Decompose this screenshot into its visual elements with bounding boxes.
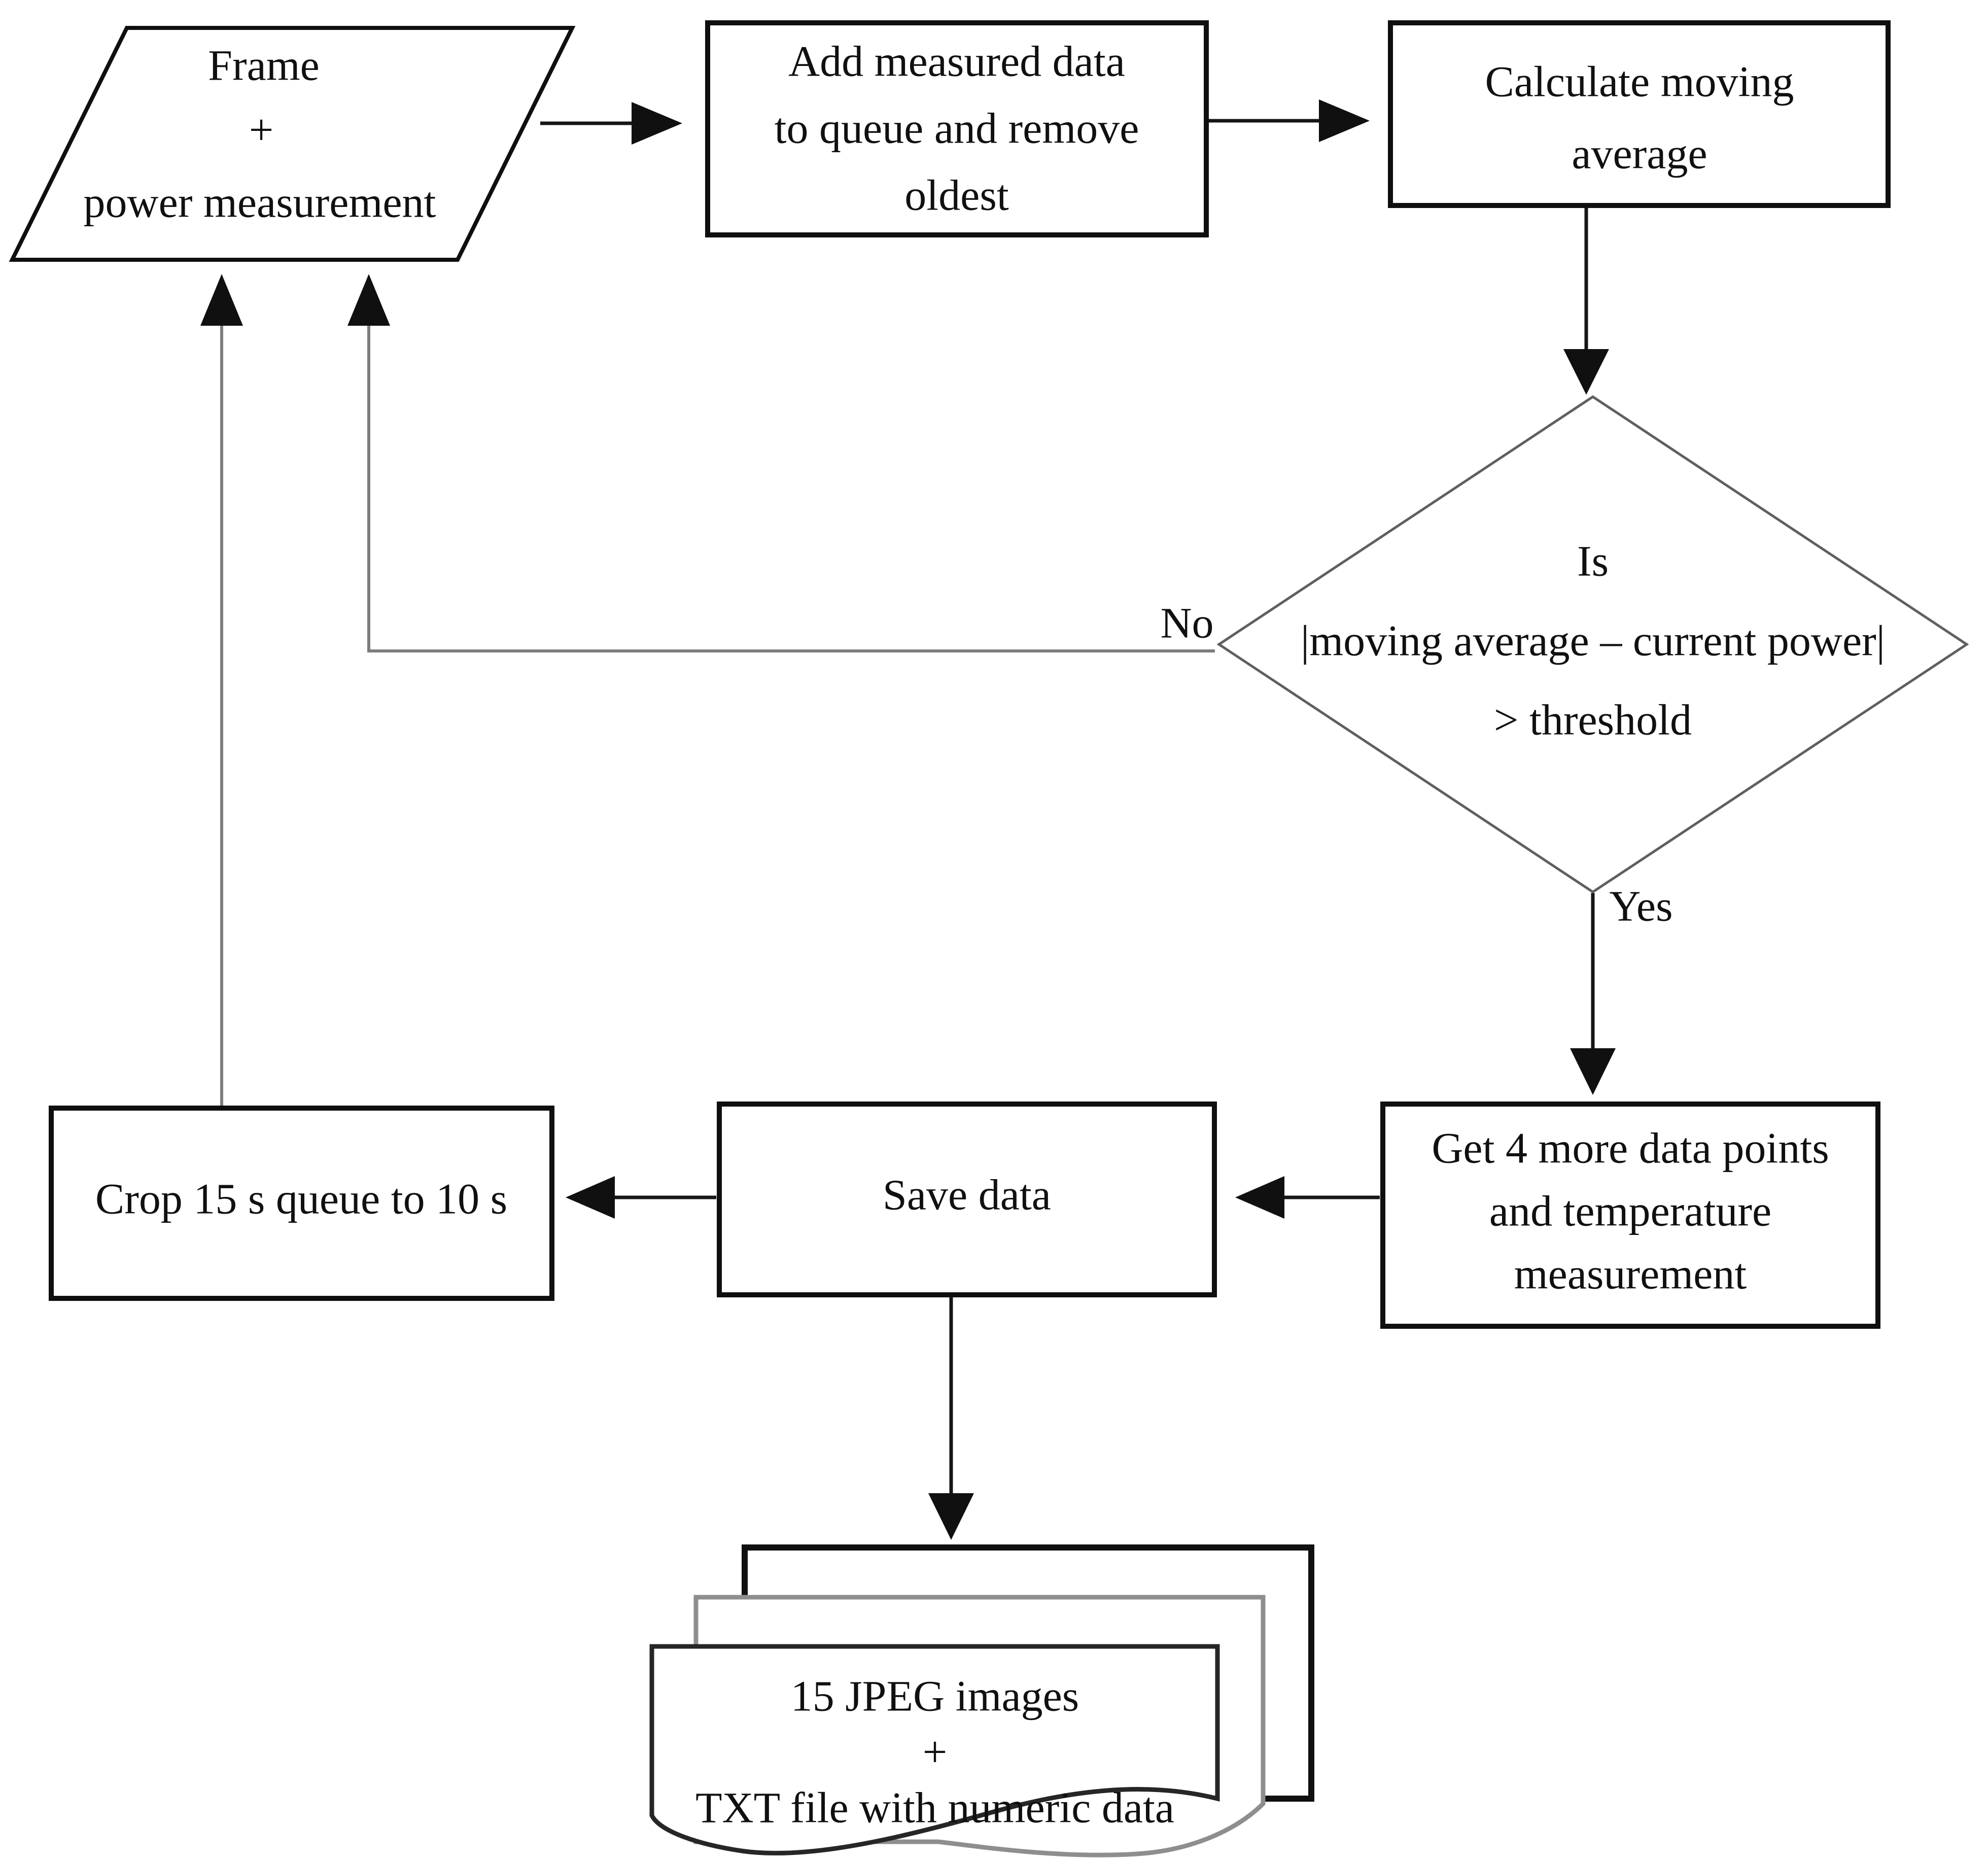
node-output-files: 15 JPEG images + TXT file with numeric d… (649, 1544, 1314, 1857)
frame-input-parallelogram (9, 26, 576, 262)
threshold-decision-text-line-2: |moving average – current power| (1301, 616, 1885, 665)
add-to-queue-rect (705, 20, 1209, 237)
edge-average-to-decision-arrowhead (1563, 349, 1609, 395)
edge-save-to-files-arrowhead (928, 1493, 974, 1540)
node-add-to-queue: Add measured data to queue and remove ol… (705, 20, 1209, 237)
node-get-more-data: Get 4 more data points and temperature m… (1380, 1102, 1880, 1329)
edge-crop-to-frame-arrowhead (200, 274, 243, 326)
threshold-decision-text-line-1: Is (1577, 537, 1609, 586)
calculate-moving-average-rect (1388, 20, 1891, 208)
crop-queue-rect (49, 1106, 554, 1301)
calculate-moving-average-text-line-2: average (1572, 129, 1707, 178)
edge-decision-no-line (367, 304, 1215, 652)
calculate-moving-average-text-line-1: Calculate moving (1485, 57, 1794, 106)
edge-frame-to-queue-arrowhead (632, 102, 682, 145)
add-to-queue-text-line-2: to queue and remove (775, 104, 1139, 153)
save-data-rect (717, 1102, 1217, 1297)
edge-decision-no-arrowhead (347, 274, 390, 326)
node-threshold-decision: Is |moving average – current power| > th… (1216, 395, 1969, 893)
crop-queue-text-line-1: Crop 15 s queue to 10 s (95, 1175, 507, 1223)
edge-queue-to-average-arrowhead (1319, 99, 1370, 142)
node-calculate-moving-average: Calculate moving average (1388, 20, 1891, 208)
output-files-page-front (649, 1644, 1220, 1855)
save-data-text-line-1: Save data (883, 1171, 1051, 1219)
edge-label-yes: Yes (1609, 882, 1672, 931)
node-crop-queue: Crop 15 s queue to 10 s (49, 1106, 554, 1301)
edges: No Yes (200, 99, 1673, 1540)
output-files-text-line-3: TXT file with numeric data (695, 1783, 1174, 1832)
get-more-data-text-line-3: measurement (1514, 1250, 1747, 1298)
add-to-queue-text-line-3: oldest (904, 171, 1009, 220)
edge-get-to-save-arrowhead (1235, 1176, 1284, 1219)
node-save-data: Save data (717, 1102, 1217, 1297)
threshold-decision-diamond (1216, 395, 1969, 893)
get-more-data-text-line-1: Get 4 more data points (1432, 1124, 1829, 1173)
frame-input-text-line-2: + (249, 106, 274, 154)
output-files-text-line-1: 15 JPEG images (791, 1672, 1079, 1721)
get-more-data-text-line-2: and temperature (1489, 1187, 1771, 1235)
get-more-data-rect (1380, 1102, 1880, 1329)
node-frame-input: Frame + power measurement (9, 26, 576, 262)
frame-input-text-line-3: power measurement (84, 178, 436, 227)
threshold-decision-text-line-3: > threshold (1494, 696, 1692, 744)
edge-label-no: No (1160, 599, 1213, 647)
add-to-queue-text-line-1: Add measured data (788, 37, 1125, 86)
edge-save-to-crop-arrowhead (566, 1176, 615, 1219)
output-files-text-line-2: + (923, 1728, 948, 1776)
frame-input-text-line-1: Frame (208, 41, 320, 90)
edge-decision-yes-arrowhead (1570, 1048, 1616, 1095)
